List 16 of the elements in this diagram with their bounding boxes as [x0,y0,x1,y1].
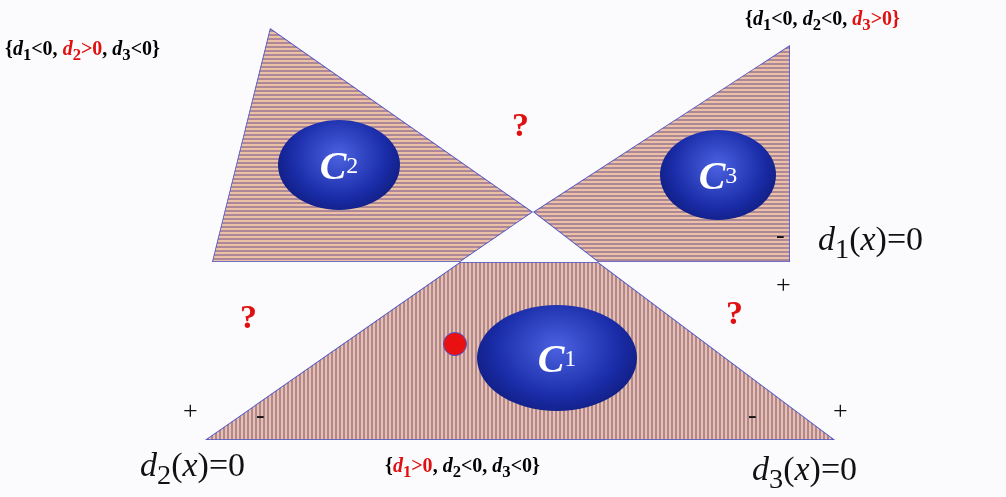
sign-label: - [748,402,757,428]
equation-label: d$_{2}$(x)=0 [140,448,246,490]
question-mark: ? [726,296,743,330]
hatched-region [531,43,793,264]
condition-label: {d$_{1}$<0, d$_{2}$>0, d$_{3}$<0} [5,38,160,64]
sign-label: + [183,398,198,424]
question-mark: ? [240,300,257,334]
sign-label: + [833,398,848,424]
question-mark: ? [512,108,529,142]
sign-label: + [776,272,791,298]
equation-label: d$_{3}$(x)=0 [752,452,858,494]
equation-label: d$_{1}$(x)=0 [818,222,924,264]
condition-label: {d$_{1}$>0, d$_{2}$<0, d$_{3}$<0} [385,455,540,481]
condition-label: {d$_{1}$<0, d$_{2}$<0, d$_{3}$>0} [745,8,900,34]
sign-label: - [256,402,265,428]
sign-label: - [776,222,785,248]
